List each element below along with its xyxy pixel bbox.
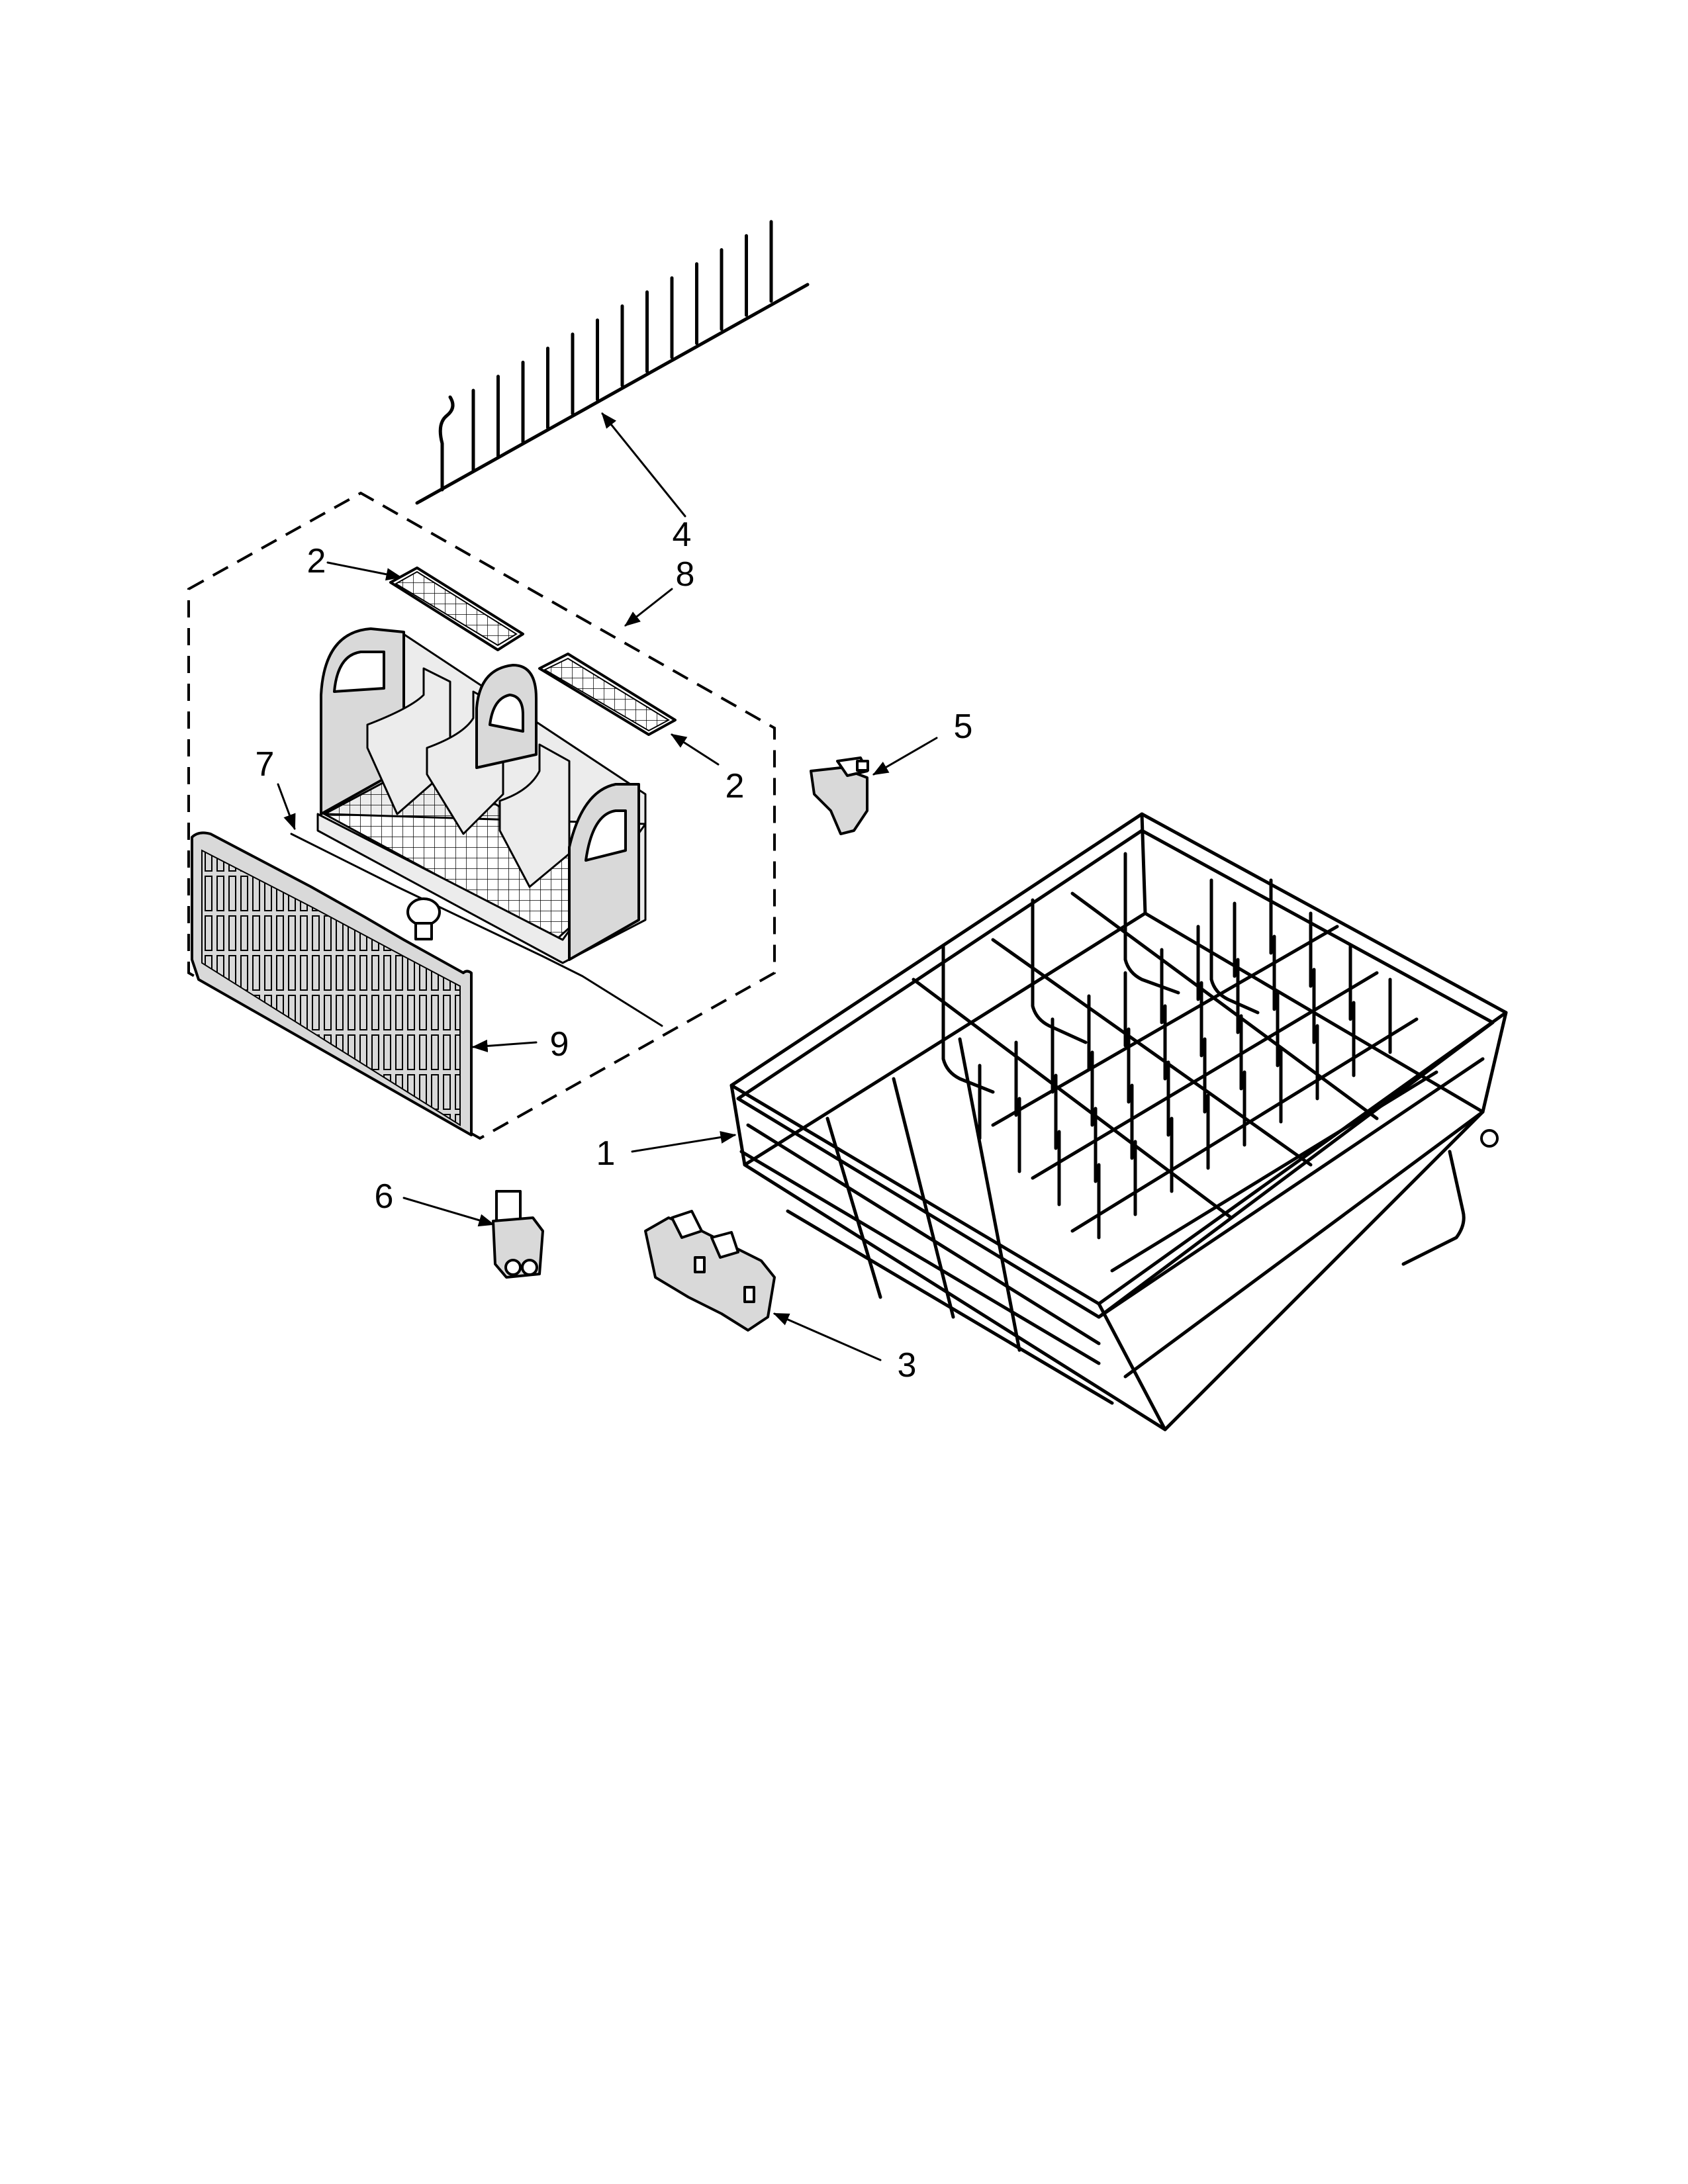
leader-2b xyxy=(670,733,720,766)
leader-5 xyxy=(872,737,938,776)
rack-stop-part-6 xyxy=(492,1190,544,1279)
callout-label: 9 xyxy=(550,1025,569,1064)
callout-label: 4 xyxy=(673,516,692,554)
leader-lines xyxy=(277,412,938,1361)
basket-lid-part xyxy=(191,831,473,1136)
leader-4 xyxy=(601,412,686,518)
callout-label: 7 xyxy=(256,745,275,784)
leader-8 xyxy=(624,588,673,627)
rack-clip-part-5 xyxy=(810,756,869,835)
callout-label: 8 xyxy=(676,555,695,594)
tine-row-part xyxy=(415,220,810,505)
leader-9 xyxy=(471,1039,538,1052)
callout-label: 6 xyxy=(375,1177,394,1216)
hinge-rod-part xyxy=(290,833,663,1027)
callout-labels: 4 2 8 2 5 7 9 1 6 3 xyxy=(256,516,973,1385)
callout-label: 2 xyxy=(307,542,326,580)
leader-7 xyxy=(277,783,296,831)
leader-2a xyxy=(326,561,402,581)
dishrack-part-1 xyxy=(729,812,1508,1432)
basket-cover-lower xyxy=(538,653,677,736)
callout-label: 1 xyxy=(596,1134,616,1173)
silverware-basket-assembly-outline xyxy=(187,491,776,1140)
basket-cover-upper xyxy=(389,567,524,651)
leader-3 xyxy=(773,1312,882,1361)
callout-label: 3 xyxy=(898,1346,917,1385)
silverware-basket xyxy=(316,627,647,964)
callout-label: 2 xyxy=(726,767,745,805)
leader-1 xyxy=(631,1130,737,1153)
callout-label: 5 xyxy=(954,707,973,746)
leader-6 xyxy=(402,1197,495,1227)
roller-bracket-part-3 xyxy=(644,1210,776,1332)
